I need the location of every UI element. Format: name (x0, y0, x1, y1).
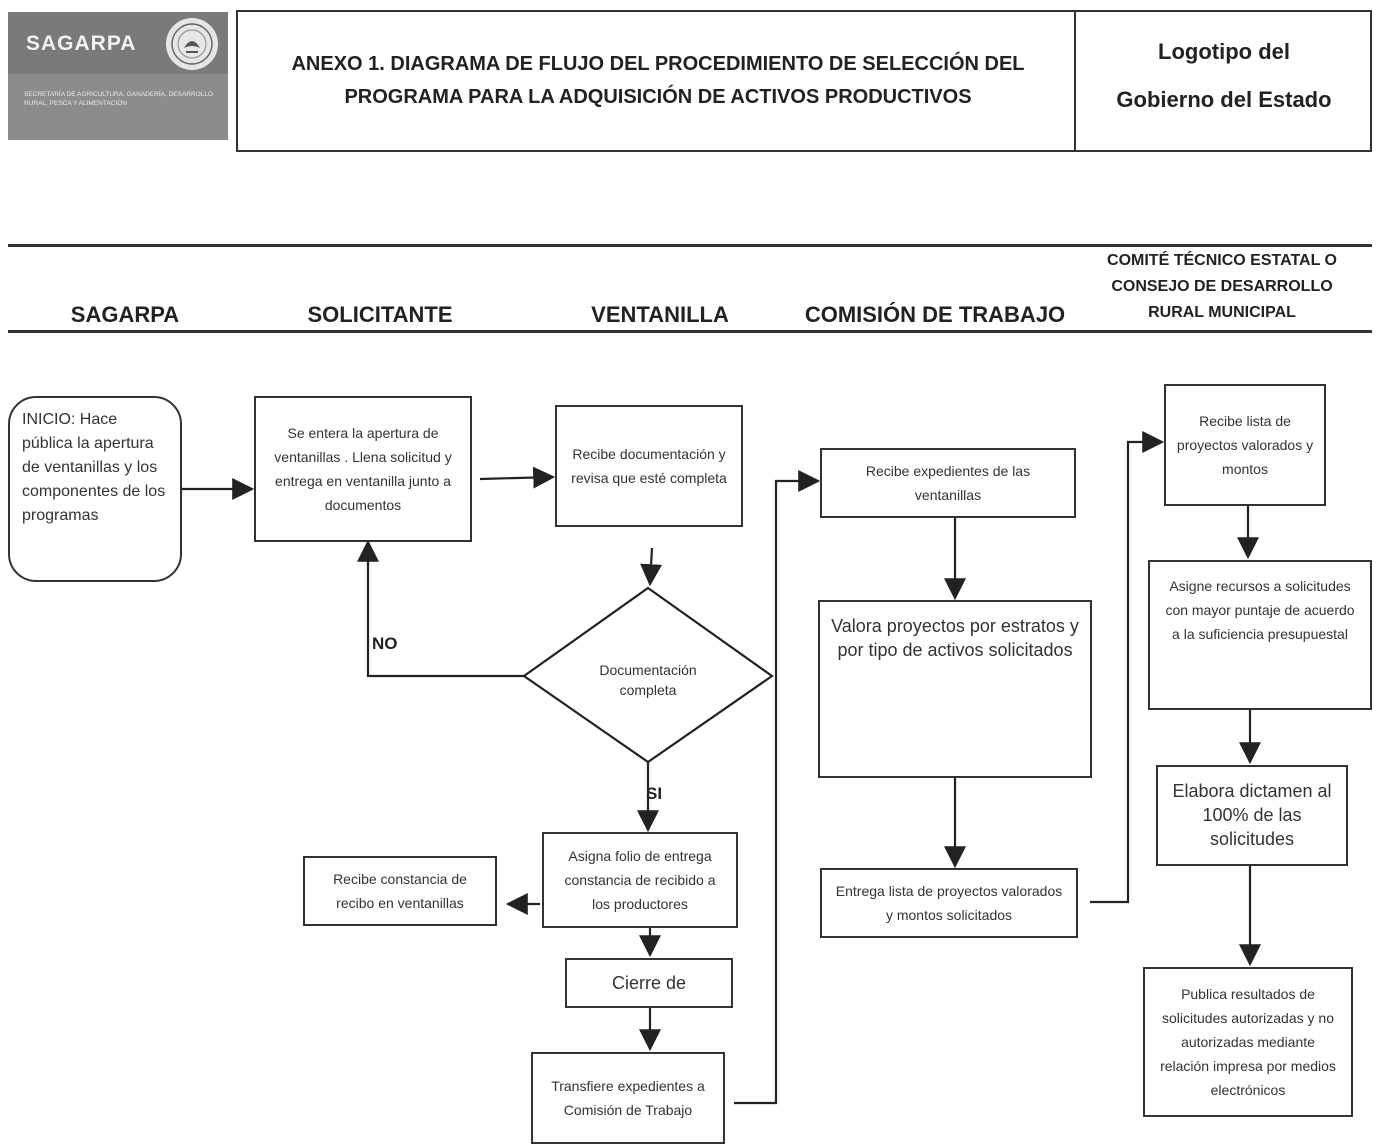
lane-solicitante: SOLICITANTE (307, 302, 453, 327)
lane-comite-line-1: COMITÉ TÉCNICO ESTATAL O (1107, 252, 1337, 269)
node-elabora-dictamen: Elabora dictamen al 100% de las solicitu… (1156, 765, 1348, 866)
title-box: ANEXO 1. DIAGRAMA DE FLUJO DEL PROCEDIMI… (236, 10, 1372, 152)
title-line-1: ANEXO 1. DIAGRAMA DE FLUJO DEL PROCEDIMI… (291, 53, 1025, 75)
sagarpa-logo: SAGARPA SECRETARÍA DE AGRICULTURA, GANAD… (8, 12, 228, 140)
state-logo-placeholder: Logotipo del Gobierno del Estado (1078, 28, 1370, 124)
lane-sagarpa: SAGARPA (70, 302, 180, 327)
sagarpa-logo-band: SAGARPA (8, 12, 228, 74)
node-inicio: INICIO: Hace pública la apertura de vent… (8, 396, 182, 582)
national-seal-icon (166, 18, 218, 70)
arrow-entrega-to-comite (1090, 431, 1165, 904)
node-recibe-documentacion: Recibe documentación y revisa que esté c… (555, 405, 743, 527)
arrow-transfiere-to-comision (734, 470, 821, 1105)
arrow-solicitud-to-recibe (479, 466, 556, 489)
state-logo-line-1: Logotipo del (1158, 39, 1290, 64)
lane-comision: COMISIÓN DE TRABAJO (804, 302, 1066, 327)
lane-ventanilla: VENTANILLA (591, 302, 729, 327)
node-asigne-recursos: Asigne recursos a solicitudes con mayor … (1148, 560, 1372, 710)
lane-comite: COMITÉ TÉCNICO ESTATAL O CONSEJO DE DESA… (1084, 248, 1360, 326)
node-recibe-lista: Recibe lista de proyectos valorados y mo… (1164, 384, 1326, 506)
node-asigna-folio: Asigna folio de entrega constancia de re… (542, 832, 738, 928)
title-line-2: PROGRAMA PARA LA ADQUISICIÓN DE ACTIVOS … (344, 86, 972, 108)
label-no: NO (372, 634, 398, 653)
node-recibe-constancia: Recibe constancia de recibo en ventanill… (303, 856, 497, 926)
node-recibe-expedientes: Recibe expedientes de las ventanillas (820, 448, 1076, 518)
sagarpa-logo-subtitle: SECRETARÍA DE AGRICULTURA, GANADERÍA, DE… (24, 91, 214, 107)
decision-diamond-shape (522, 586, 774, 764)
sagarpa-logo-wordmark: SAGARPA (26, 32, 137, 55)
node-publica-resultados: Publica resultados de solicitudes autori… (1143, 967, 1353, 1117)
node-valora-proyectos: Valora proyectos por estratos y por tipo… (818, 600, 1092, 778)
node-entrega-lista: Entrega lista de proyectos valorados y m… (820, 868, 1078, 938)
arrow-decision-no (357, 539, 524, 678)
title-divider (1074, 12, 1076, 150)
lane-comite-line-3: RURAL MUNICIPAL (1148, 304, 1296, 321)
state-logo-line-2: Gobierno del Estado (1116, 87, 1332, 112)
lane-header-bottom-rule (8, 330, 1372, 333)
decision-documentacion-completa: Documentación completa (599, 662, 697, 698)
node-transfiere: Transfiere expedientes a Comisión de Tra… (531, 1052, 725, 1144)
lane-header-top-rule (8, 244, 1372, 247)
lane-comite-line-2: CONSEJO DE DESARROLLO (1111, 278, 1333, 295)
node-solicitud: Se entera la apertura de ventanillas . L… (254, 396, 472, 542)
document-title: ANEXO 1. DIAGRAMA DE FLUJO DEL PROCEDIMI… (268, 48, 1048, 114)
label-si: SI (646, 784, 663, 803)
node-cierre: Cierre de (565, 958, 733, 1008)
arrow-recibe-to-decision (640, 547, 663, 587)
